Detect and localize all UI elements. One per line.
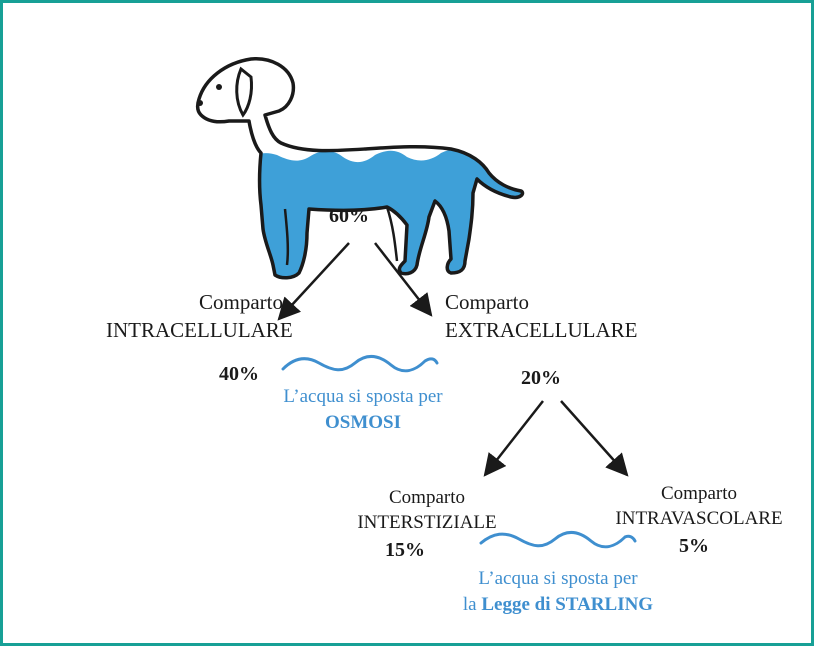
intravascular-label-line1: Comparto xyxy=(661,483,737,504)
intravascular-percent: 5% xyxy=(679,535,709,557)
intracellular-label-line1: Comparto xyxy=(199,290,283,314)
starling-note-law: Legge di STARLING xyxy=(481,594,654,615)
dog-silhouette-icon xyxy=(195,57,525,280)
starling-note-line2: la Legge di STARLING xyxy=(423,595,693,614)
total-water-percent: 60% xyxy=(329,205,369,227)
intravascular-label-line2: INTRAVASCOLARE xyxy=(615,508,783,529)
extracellular-label-line1: Comparto xyxy=(445,290,529,314)
dog-nose xyxy=(197,100,203,106)
arrow-to-interstitial xyxy=(483,400,544,477)
intracellular-percent: 40% xyxy=(219,363,259,385)
starling-note-line1: L’acqua si sposta per xyxy=(478,568,638,589)
arrow-to-extracellular xyxy=(374,242,433,317)
extracellular-label-line2: EXTRACELLULARE xyxy=(445,318,638,342)
extracellular-percent: 20% xyxy=(521,367,561,389)
diagram-graphics xyxy=(195,57,637,549)
interstitial-label-line2: INTERSTIZIALE xyxy=(357,512,497,533)
osmosis-note-line1: L’acqua si sposta per xyxy=(283,386,443,407)
osmosis-note-line2: OSMOSI xyxy=(324,412,402,433)
arrow-to-intravascular xyxy=(560,400,629,477)
intracellular-label-line2: INTRACELLULARE xyxy=(106,318,293,342)
water-wave-icon xyxy=(281,355,439,373)
interstitial-percent: 15% xyxy=(385,539,425,561)
dog-eye xyxy=(216,84,222,90)
dog-ear xyxy=(235,66,253,118)
interstitial-label-line1: Comparto xyxy=(389,487,465,508)
arrow-to-intracellular xyxy=(277,242,350,321)
water-wave-icon xyxy=(479,531,637,549)
starling-note-prefix: la xyxy=(462,594,482,615)
